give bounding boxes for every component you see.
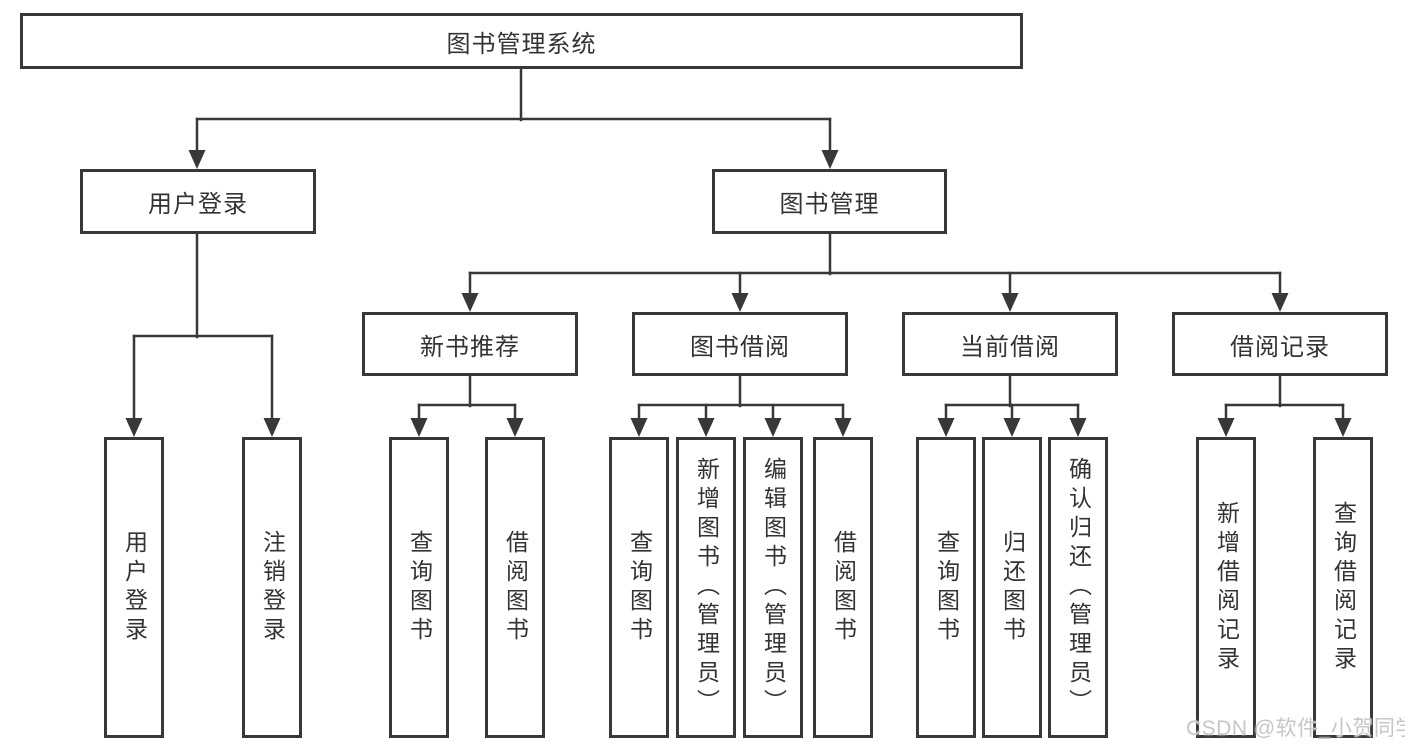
leaf-current-confirm-return-admin: 确认归还（管理员） [1048,437,1108,738]
node-current-borrowing: 当前借阅 [902,312,1118,376]
leaf-borrowing-edit-books-admin: 编辑图书（管理员） [743,437,803,738]
leaf-label: 归还图书 [999,529,1026,646]
node-label: 用户登录 [148,191,248,218]
leaf-label: 查询图书 [626,529,653,646]
leaf-label: 查询图书 [406,529,433,646]
leaf-label: 确认归还（管理员） [1065,457,1092,718]
leaf-label: 借阅图书 [502,529,529,646]
leaf-label: 借阅图书 [830,529,857,646]
node-book-borrowing: 图书借阅 [632,312,848,376]
leaf-label: 查询借阅记录 [1330,500,1357,675]
leaf-label: 用户登录 [121,529,148,646]
leaf-borrowing-add-books-admin: 新增图书（管理员） [676,437,736,738]
leaf-borrowing-query-books: 查询图书 [609,437,669,738]
leaf-current-return-books: 归还图书 [982,437,1042,738]
node-root-library-management-system: 图书管理系统 [20,13,1023,69]
leaf-recommend-borrow-books: 借阅图书 [485,437,545,738]
leaf-label: 新增图书（管理员） [693,457,720,718]
node-label: 图书借阅 [690,333,790,361]
node-borrowing-records: 借阅记录 [1172,312,1388,376]
leaf-label: 新增借阅记录 [1213,500,1240,675]
leaf-user-login: 用户登录 [104,437,164,738]
csdn-watermark: CSDN @软件_小贺同学 [1186,717,1405,740]
node-label: 借阅记录 [1230,333,1330,361]
leaf-label: 查询图书 [933,529,960,646]
node-label: 新书推荐 [420,333,520,361]
node-new-book-recommend: 新书推荐 [362,312,578,376]
leaf-current-query-books: 查询图书 [916,437,976,738]
node-label: 图书管理 [779,191,880,218]
leaf-logout: 注销登录 [242,437,302,738]
leaf-borrowing-borrow-books: 借阅图书 [813,437,873,738]
leaf-label: 注销登录 [259,529,286,646]
node-label: 图书管理系统 [446,30,597,58]
leaf-records-query-record: 查询借阅记录 [1313,437,1373,738]
node-label: 当前借阅 [960,333,1060,361]
leaf-label: 编辑图书（管理员） [760,457,787,718]
leaf-records-add-record: 新增借阅记录 [1196,437,1256,738]
node-user-login: 用户登录 [80,169,316,234]
leaf-recommend-query-books: 查询图书 [389,437,449,738]
node-book-management: 图书管理 [712,169,947,234]
